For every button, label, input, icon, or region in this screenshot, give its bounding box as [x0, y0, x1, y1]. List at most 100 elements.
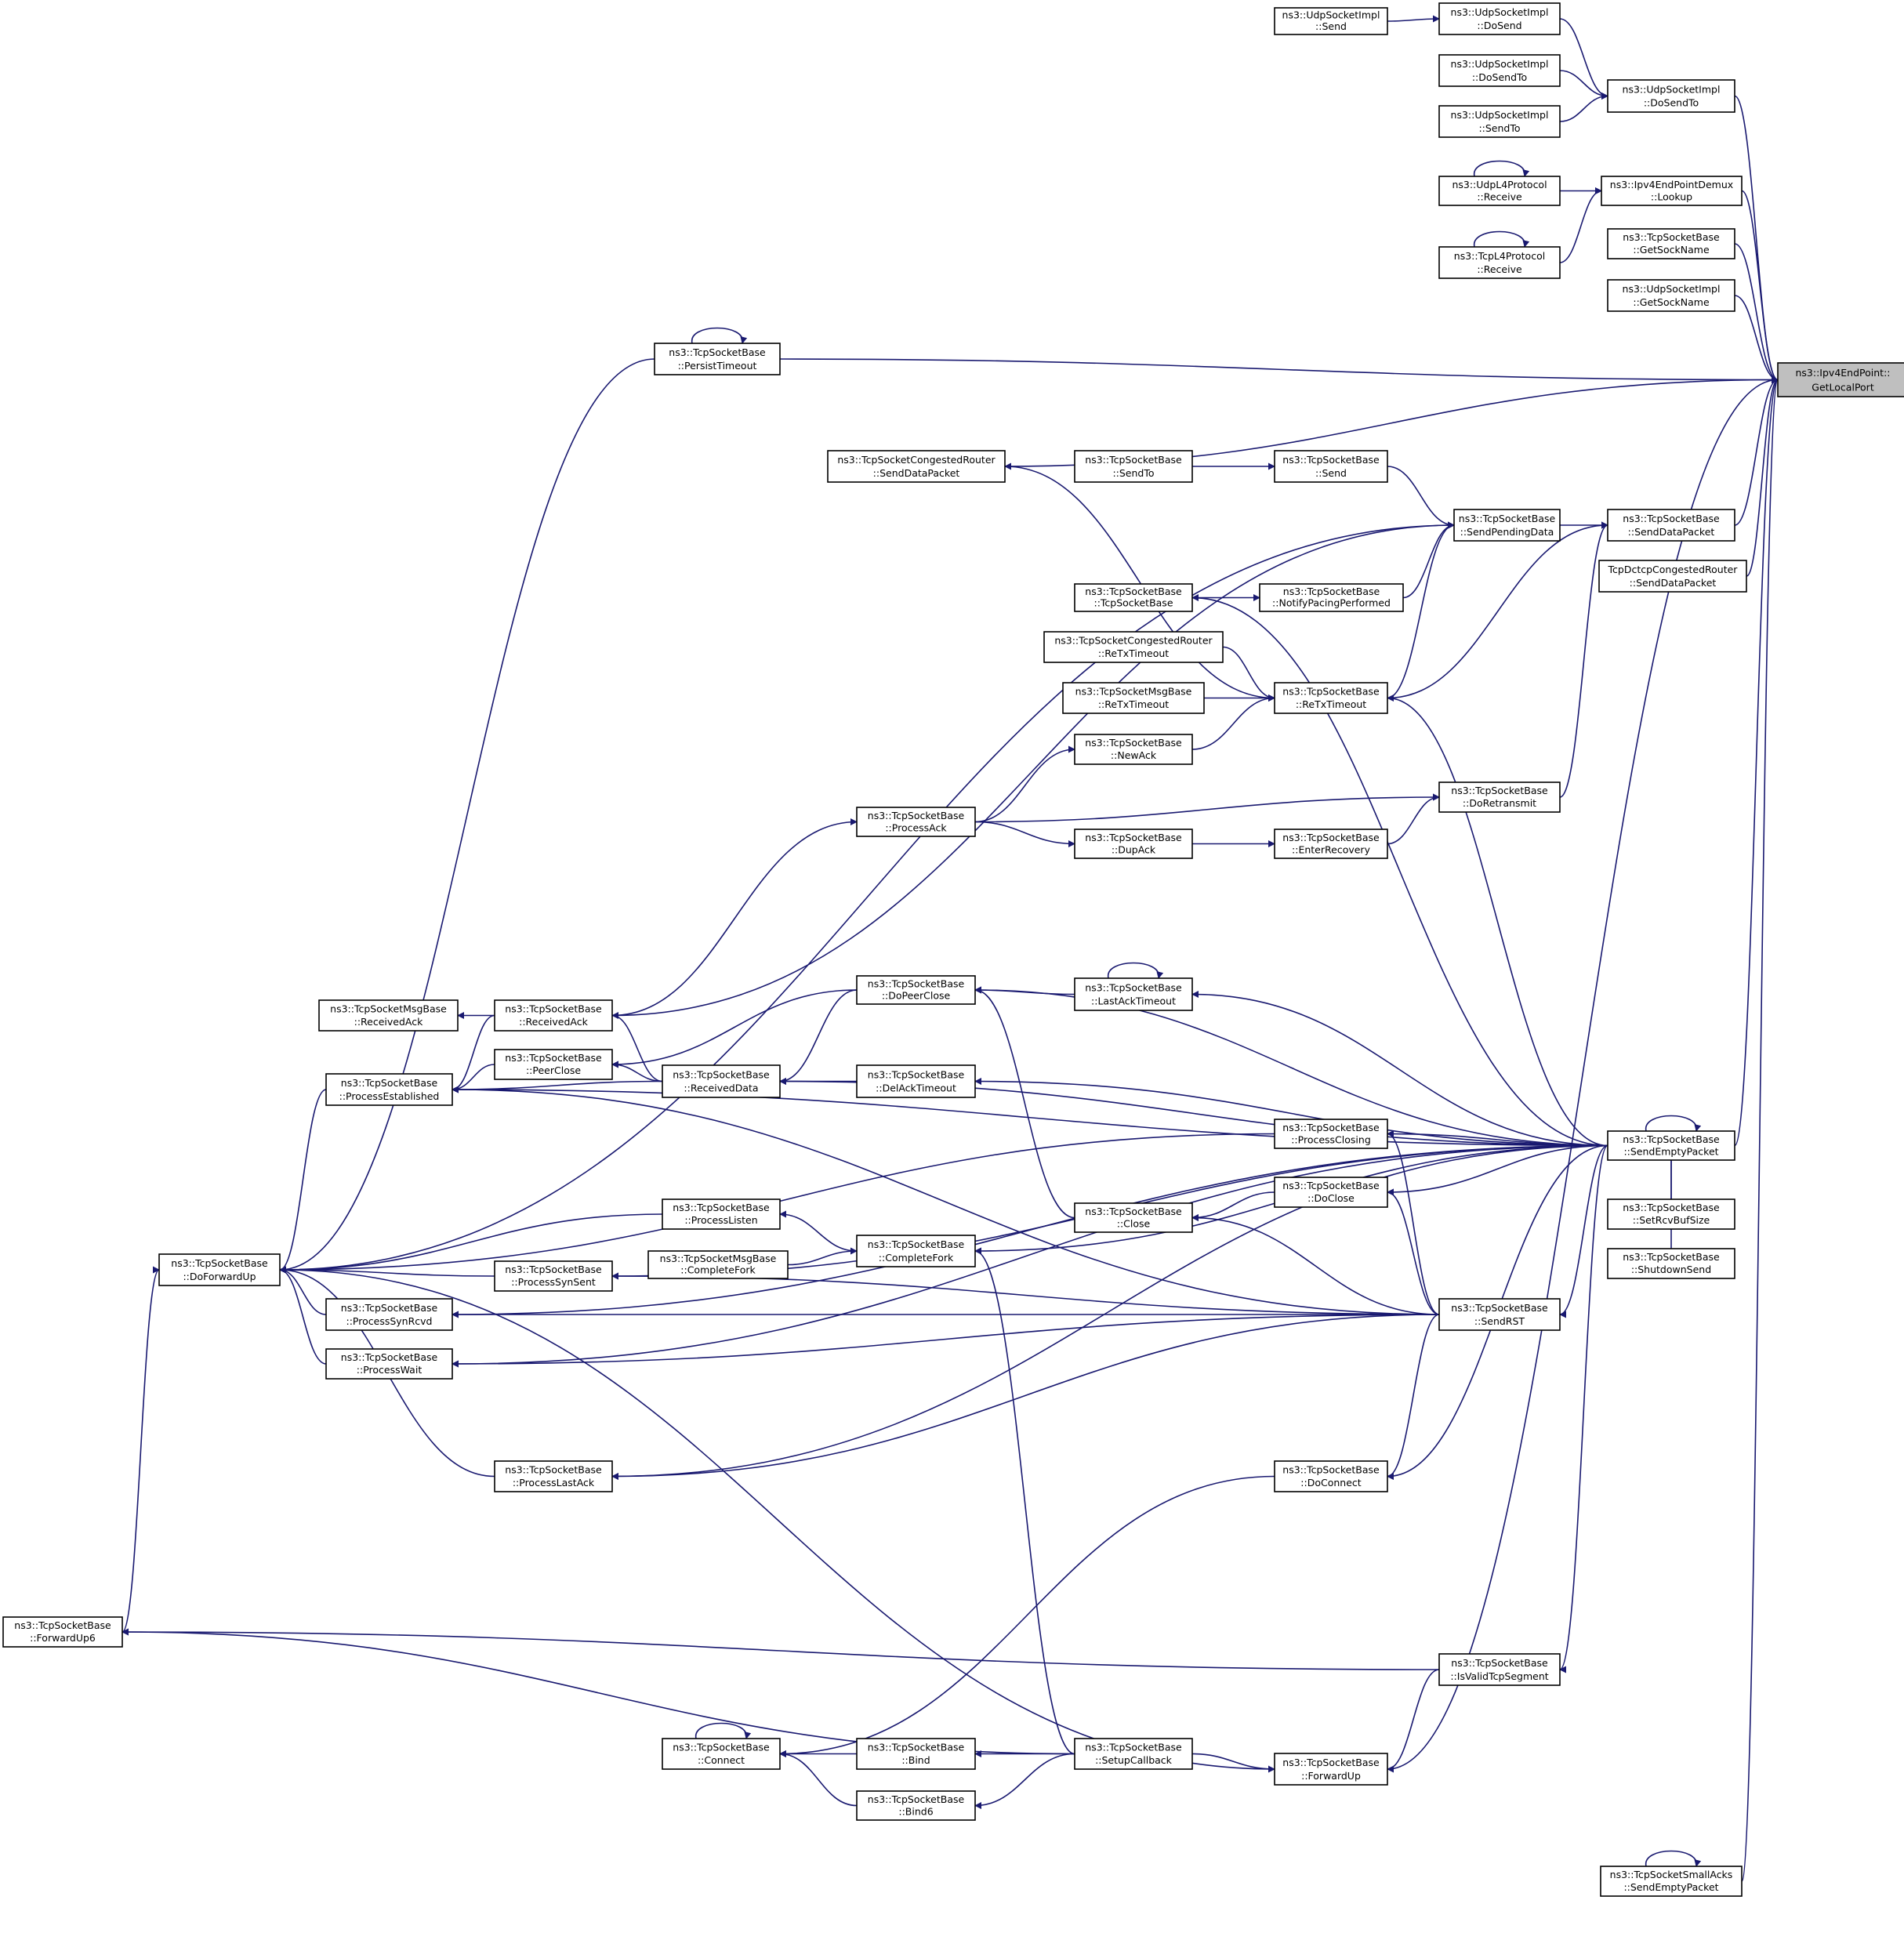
- node-processlastack[interactable]: ns3::TcpSocketBase::ProcessLastAck: [494, 1460, 613, 1492]
- node-udp_dosend[interactable]: ns3::UdpSocketImpl::DoSend: [1438, 2, 1561, 35]
- node-box: [1438, 1298, 1561, 1331]
- node-receivedack[interactable]: ns3::TcpSocketBase::ReceivedAck: [494, 999, 613, 1032]
- node-send_pending_data[interactable]: ns3::TcpSocketBase::SendPendingData: [1453, 509, 1561, 542]
- node-doforwardup[interactable]: ns3::TcpSocketBase::DoForwardUp: [158, 1253, 281, 1286]
- node-shutdownsend[interactable]: ns3::TcpSocketBase::ShutdownSend: [1607, 1248, 1735, 1279]
- node-label: ::SendEmptyPacket: [1623, 1145, 1718, 1157]
- node-tcp_senddatapacket[interactable]: ns3::TcpSocketBase::SendDataPacket: [1607, 509, 1735, 542]
- node-label: ns3::TcpSocketBase: [1451, 1657, 1548, 1669]
- node-label: ::SendDataPacket: [1628, 526, 1715, 538]
- node-udp_dosendto_a[interactable]: ns3::UdpSocketImpl::DoSendTo: [1438, 54, 1561, 87]
- node-box: [1274, 682, 1388, 714]
- node-label: ::ProcessAck: [885, 821, 947, 833]
- node-forwardup6[interactable]: ns3::TcpSocketBase::ForwardUp6: [2, 1616, 123, 1648]
- node-isvalidtcpsegment[interactable]: ns3::TcpSocketBase::IsValidTcpSegment: [1438, 1653, 1561, 1686]
- node-tcp_ctor[interactable]: ns3::TcpSocketBase::TcpSocketBase: [1074, 583, 1193, 612]
- node-enterrecovery[interactable]: ns3::TcpSocketBase::EnterRecovery: [1274, 829, 1388, 859]
- node-label: ns3::TcpSocketBase: [341, 1351, 438, 1363]
- node-setupcallback[interactable]: ns3::TcpSocketBase::SetupCallback: [1074, 1738, 1193, 1770]
- node-label: ::Lookup: [1651, 190, 1692, 202]
- node-udp_send[interactable]: ns3::UdpSocketImpl::Send: [1274, 7, 1388, 35]
- node-label: ns3::TcpSocketMsgBase: [330, 1003, 447, 1015]
- node-persist_timeout[interactable]: ns3::TcpSocketBase::PersistTimeout: [654, 343, 781, 375]
- node-dctcp_senddatapacket[interactable]: TcpDctcpCongestedRouter::SendDataPacket: [1598, 560, 1747, 593]
- node-bind[interactable]: ns3::TcpSocketBase::Bind: [856, 1738, 976, 1770]
- node-box: [1062, 682, 1205, 714]
- edge-retxtimeout-to-cong_senddatapacket: [1004, 462, 1275, 699]
- node-smallacks_sendemptypacket[interactable]: ns3::TcpSocketSmallAcks::SendEmptyPacket: [1600, 1866, 1743, 1897]
- edge-sendemptypacket-to-delacktimeout: [974, 1078, 1608, 1147]
- node-udp_getsockname[interactable]: ns3::UdpSocketImpl::GetSockName: [1607, 279, 1735, 312]
- node-label: ::SendTo: [1112, 467, 1154, 479]
- node-box: [1259, 583, 1404, 612]
- node-box: [2, 1616, 123, 1648]
- node-udpl4_receive[interactable]: ns3::UdpL4Protocol::Receive: [1438, 176, 1561, 206]
- node-processack[interactable]: ns3::TcpSocketBase::ProcessAck: [856, 807, 976, 837]
- node-box: [1601, 176, 1743, 206]
- node-lastacktimeout[interactable]: ns3::TcpSocketBase::LastAckTimeout: [1074, 977, 1193, 1011]
- node-label: ::GetSockName: [1633, 244, 1710, 256]
- node-receiveddata[interactable]: ns3::TcpSocketBase::ReceivedData: [662, 1064, 781, 1098]
- node-processestablished[interactable]: ns3::TcpSocketBase::ProcessEstablished: [325, 1073, 453, 1106]
- node-label: ::ReceivedData: [684, 1082, 758, 1094]
- node-tcp_sendto[interactable]: ns3::TcpSocketBase::SendTo: [1074, 450, 1193, 483]
- node-notify_pacing[interactable]: ns3::TcpSocketBase::NotifyPacingPerforme…: [1259, 583, 1404, 612]
- edge-tcp_send-to-send_pending_data: [1387, 466, 1455, 529]
- edge-send_pending_data-to-doforwardup: [279, 524, 1455, 1274]
- edge-sendemptypacket-to-processestablished: [452, 1086, 1608, 1147]
- node-doretransmit[interactable]: ns3::TcpSocketBase::DoRetransmit: [1438, 781, 1561, 813]
- node-label: GetLocalPort: [1812, 381, 1874, 393]
- node-cong_senddatapacket[interactable]: ns3::TcpSocketCongestedRouter::SendDataP…: [827, 450, 1006, 483]
- node-setrcvbufsize[interactable]: ns3::TcpSocketBase::SetRcvBufSize: [1607, 1198, 1735, 1230]
- node-udp_dosendto_b[interactable]: ns3::UdpSocketImpl::DoSendTo: [1607, 79, 1735, 113]
- edge-sendrst-to-processwait: [452, 1314, 1440, 1368]
- node-delacktimeout[interactable]: ns3::TcpSocketBase::DelAckTimeout: [856, 1064, 976, 1098]
- node-doclose[interactable]: ns3::TcpSocketBase::DoClose: [1274, 1177, 1388, 1208]
- node-label: ::ForwardUp6: [30, 1632, 96, 1644]
- node-forwardup[interactable]: ns3::TcpSocketBase::ForwardUp: [1274, 1753, 1388, 1786]
- node-bind6[interactable]: ns3::TcpSocketBase::Bind6: [856, 1790, 976, 1821]
- node-doconnect[interactable]: ns3::TcpSocketBase::DoConnect: [1274, 1460, 1388, 1492]
- edge-sendemptypacket-to-lastacktimeout: [1191, 991, 1608, 1147]
- node-dopeerclose[interactable]: ns3::TcpSocketBase::DoPeerClose: [856, 975, 976, 1005]
- node-box: [856, 975, 976, 1005]
- node-sendemptypacket[interactable]: ns3::TcpSocketBase::SendEmptyPacket: [1607, 1130, 1735, 1161]
- graph-edges: [121, 15, 1779, 1882]
- node-tcp_getsockname[interactable]: ns3::TcpSocketBase::GetSockName: [1607, 228, 1735, 259]
- node-processclosing[interactable]: ns3::TcpSocketBase::ProcessClosing: [1274, 1119, 1388, 1149]
- node-box: [494, 1460, 613, 1492]
- node-connect[interactable]: ns3::TcpSocketBase::Connect: [662, 1738, 781, 1770]
- node-box: [1043, 631, 1224, 663]
- edge-sendrst-to-doclose: [1387, 1188, 1440, 1315]
- node-msg_receivedack[interactable]: ns3::TcpSocketMsgBase::ReceivedAck: [318, 999, 459, 1032]
- node-msg_retxtimeout[interactable]: ns3::TcpSocketMsgBase::ReTxTimeout: [1062, 682, 1205, 714]
- node-completefork[interactable]: ns3::TcpSocketBase::CompleteFork: [856, 1235, 976, 1267]
- node-sendrst[interactable]: ns3::TcpSocketBase::SendRST: [1438, 1298, 1561, 1331]
- node-tcp_send[interactable]: ns3::TcpSocketBase::Send: [1274, 450, 1388, 483]
- node-udp_sendto[interactable]: ns3::UdpSocketImpl::SendTo: [1438, 105, 1561, 138]
- node-get_local_port[interactable]: ns3::Ipv4EndPoint::GetLocalPort: [1777, 362, 1904, 397]
- node-label: ns3::TcpSocketBase: [673, 1068, 770, 1080]
- node-tcpl4_receive[interactable]: ns3::TcpL4Protocol::Receive: [1438, 246, 1561, 279]
- node-label: ns3::TcpSocketBase: [1282, 454, 1380, 466]
- node-msg_completefork[interactable]: ns3::TcpSocketMsgBase::CompleteFork: [647, 1250, 789, 1279]
- node-processsynrcvd[interactable]: ns3::TcpSocketBase::ProcessSynRcvd: [325, 1298, 453, 1331]
- node-box: [325, 1348, 453, 1380]
- node-newack[interactable]: ns3::TcpSocketBase::NewAck: [1074, 734, 1193, 765]
- node-demux_lookup[interactable]: ns3::Ipv4EndPointDemux::Lookup: [1601, 176, 1743, 206]
- edge-setupcallback-to-bind6: [974, 1753, 1075, 1809]
- node-retxtimeout[interactable]: ns3::TcpSocketBase::ReTxTimeout: [1274, 682, 1388, 714]
- node-processsynsent[interactable]: ns3::TcpSocketBase::ProcessSynSent: [494, 1260, 613, 1292]
- node-processwait[interactable]: ns3::TcpSocketBase::ProcessWait: [325, 1348, 453, 1380]
- edge-newack-to-retxtimeout: [1191, 694, 1275, 750]
- node-cong_retxtimeout[interactable]: ns3::TcpSocketCongestedRouter::ReTxTimeo…: [1043, 631, 1224, 663]
- edge-close-to-dopeerclose: [974, 986, 1075, 1219]
- node-box: [158, 1253, 281, 1286]
- node-close[interactable]: ns3::TcpSocketBase::Close: [1074, 1202, 1193, 1233]
- node-processlisten[interactable]: ns3::TcpSocketBase::ProcessListen: [662, 1198, 781, 1230]
- node-box: [1438, 2, 1561, 35]
- node-peerclose[interactable]: ns3::TcpSocketBase::PeerClose: [494, 1049, 613, 1080]
- node-dupack[interactable]: ns3::TcpSocketBase::DupAck: [1074, 829, 1193, 859]
- node-label: ::NotifyPacingPerformed: [1272, 597, 1391, 609]
- edge-sendemptypacket-to-doclose: [1387, 1144, 1608, 1196]
